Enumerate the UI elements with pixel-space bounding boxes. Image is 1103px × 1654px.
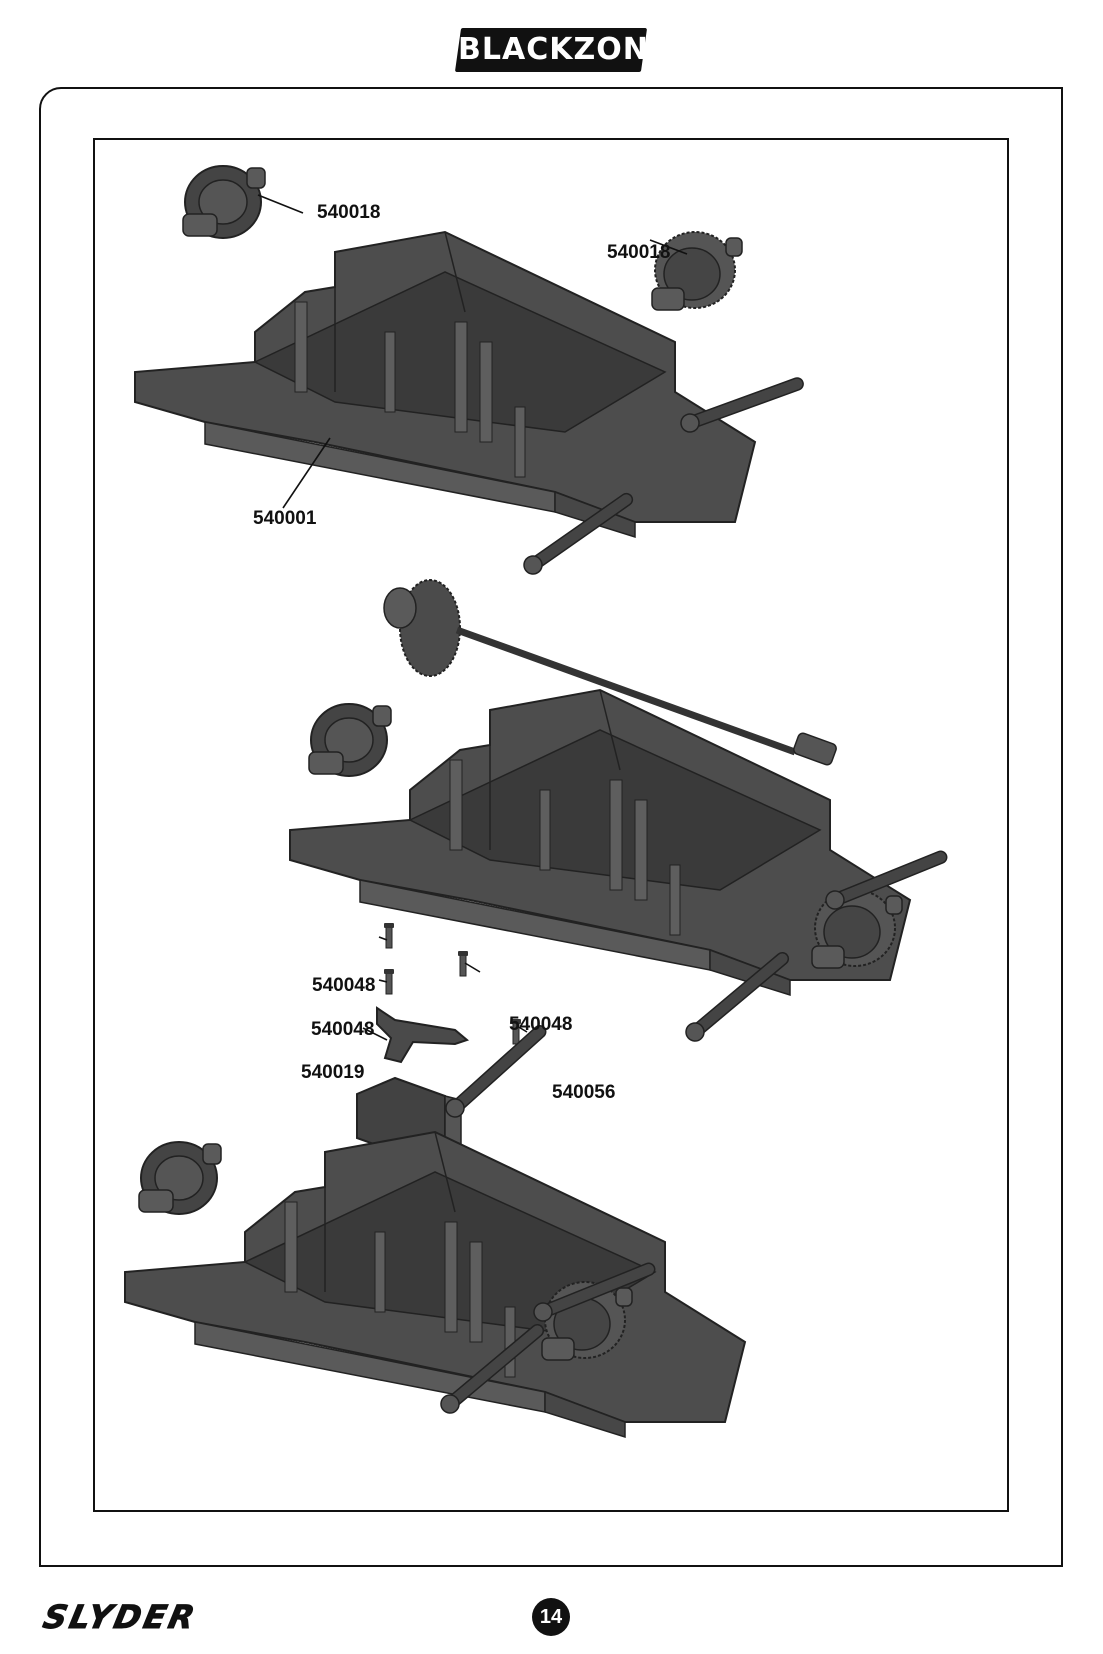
model-logo: SLYDER (39, 1598, 228, 1637)
exploded-diagram: 540018 540018 540001 540048 540048 54004… (93, 138, 1009, 1512)
diff-bottom-left (138, 1141, 222, 1215)
part-label-540048-a: 540048 (312, 975, 376, 996)
part-label-540019: 540019 (301, 1062, 365, 1083)
rear-link-top (677, 372, 807, 436)
part-label-540001: 540001 (253, 508, 317, 529)
chassis-bottom (124, 1131, 746, 1438)
diff-top-left (182, 165, 266, 239)
part-label-540018-top-right: 540018 (607, 242, 671, 263)
leader-lines (257, 194, 688, 1041)
part-label-540056: 540056 (552, 1082, 616, 1103)
servo-saver (376, 1006, 470, 1064)
outer-frame (39, 87, 1063, 1567)
part-label-540048-c: 540048 (509, 1014, 573, 1035)
assembly-drawing (124, 165, 951, 1438)
brand-logo-text: BLACKZON (458, 32, 649, 67)
diff-middle-left (308, 703, 392, 777)
brand-logo: BLACKZON (454, 28, 649, 72)
part-label-540048-b: 540048 (311, 1019, 375, 1040)
part-label-540018-top-left: 540018 (317, 202, 381, 223)
model-logo-text: SLYDER (39, 1598, 201, 1637)
page-number: 14 (532, 1598, 570, 1636)
spur-gear (383, 579, 461, 677)
center-driveshaft (455, 626, 837, 766)
screw-1 (383, 922, 395, 949)
